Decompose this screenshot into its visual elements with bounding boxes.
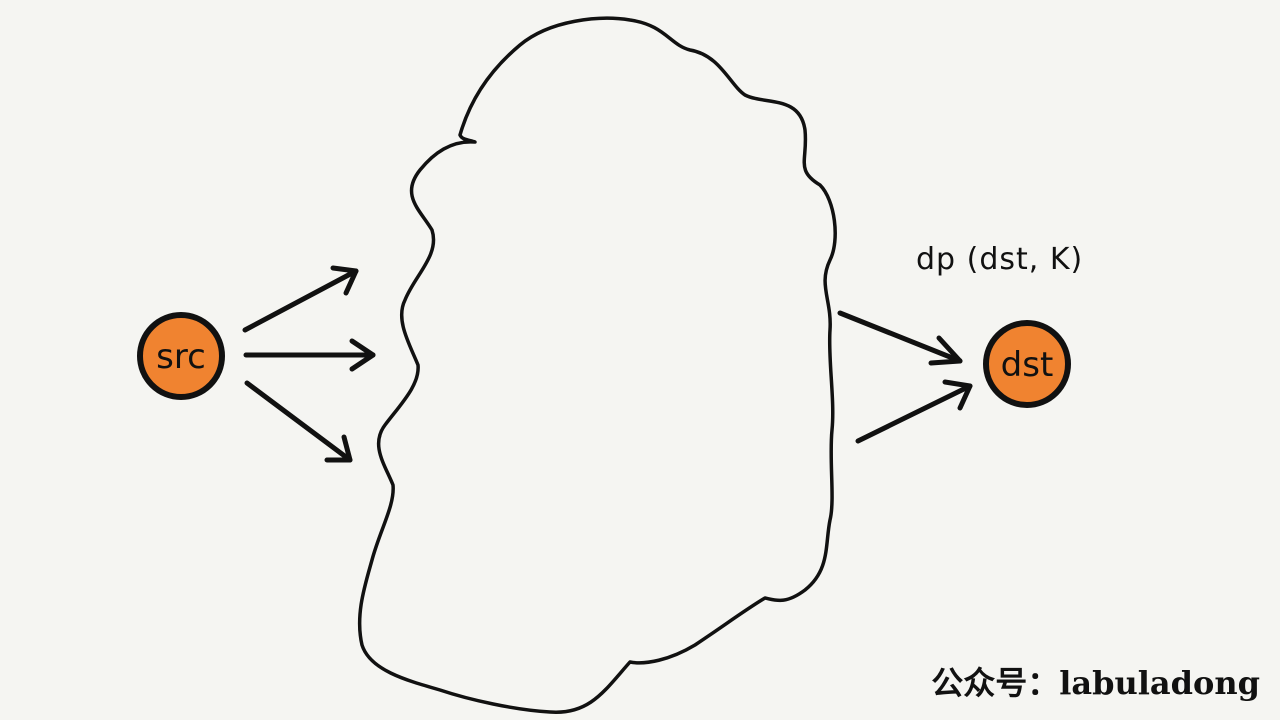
watermark: 公众号：labuladong (931, 664, 1260, 702)
src-label: src (156, 337, 206, 377)
dst-node: dst (983, 320, 1071, 408)
dp-annotation: dp (dst, K) (916, 242, 1084, 277)
arrow-src-down (244, 380, 353, 463)
arrow-blob-to-dst-upper (837, 310, 963, 366)
arrow-src-middle (243, 338, 376, 372)
unknown-region-blob (357, 16, 837, 714)
arrow-src-up (242, 265, 359, 333)
arrow-blob-to-dst-lower (855, 379, 973, 444)
dst-label: dst (1001, 345, 1054, 385)
src-node: src (137, 312, 225, 400)
